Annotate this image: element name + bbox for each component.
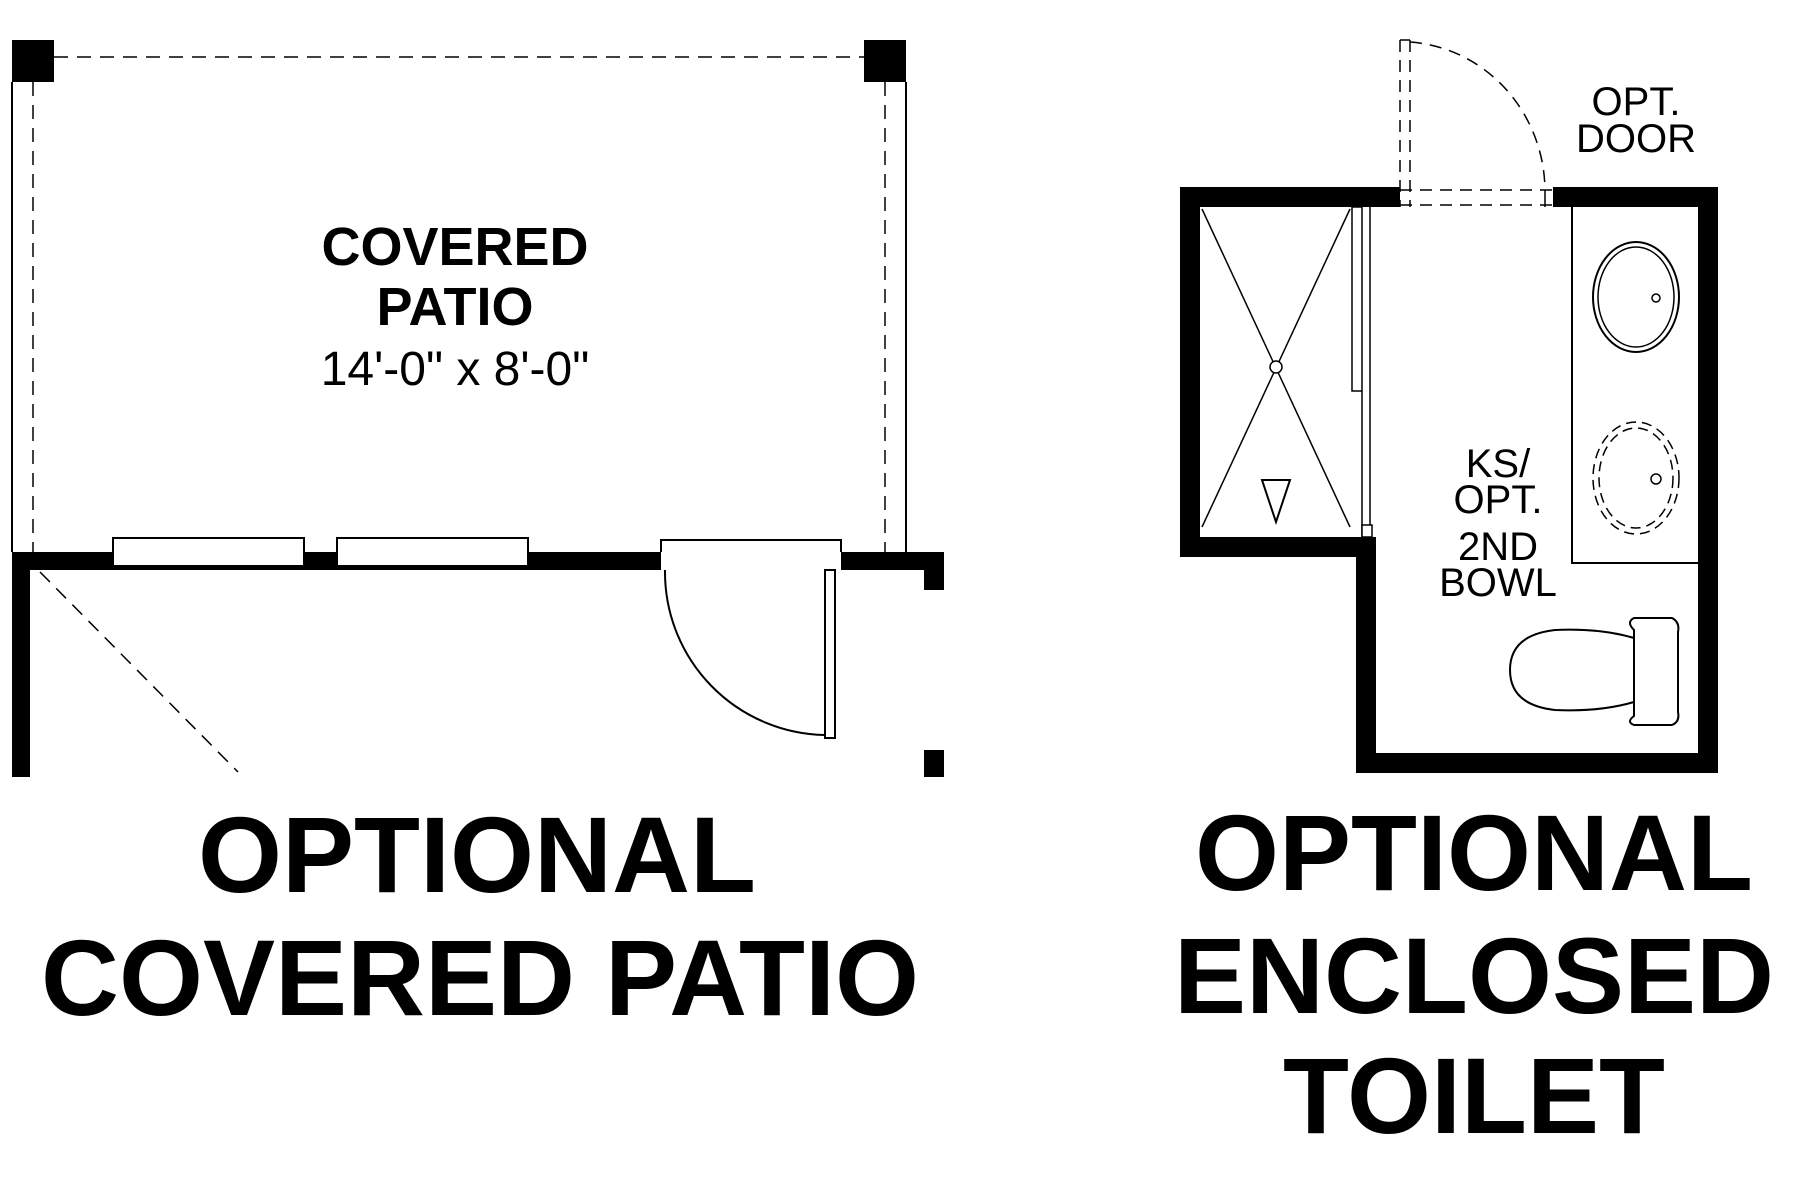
patio-door-swing-arc xyxy=(663,569,826,736)
toilet-wall-shower-bottom xyxy=(1180,537,1360,557)
bowl-label-line2: OPT. xyxy=(1454,478,1543,522)
sink-bowl xyxy=(1592,241,1680,353)
patio-caption-line1: OPTIONAL xyxy=(198,794,756,915)
covered-patio-plan: COVERED PATIO 14'-0" x 8'-0" OPTIONAL CO… xyxy=(11,40,944,1038)
patio-post-right xyxy=(864,40,906,82)
patio-window-2 xyxy=(336,537,529,567)
opt-door-label-line2: DOOR xyxy=(1576,117,1696,161)
patio-caption-line2: COVERED PATIO xyxy=(41,917,919,1038)
toilet-wall-bottom xyxy=(1356,753,1718,773)
opt-second-bowl-inner xyxy=(1598,427,1674,529)
patio-door-leaf xyxy=(824,569,836,739)
toilet-wall-top-right xyxy=(1553,187,1718,207)
patio-interior-dashed-line xyxy=(39,571,239,773)
shower-drain xyxy=(1269,360,1283,374)
patio-door-opening xyxy=(661,552,841,570)
opt-second-bowl-drain xyxy=(1650,473,1662,485)
toilet-icon xyxy=(1508,617,1680,726)
enclosed-toilet-plan: OPT. DOOR KS/ OPT. 2ND BOWL OPTIONAL ENC… xyxy=(1174,39,1774,1156)
house-wall-stub-lower xyxy=(924,750,944,777)
toilet-caption-line1: OPTIONAL xyxy=(1195,792,1753,913)
patio-room-name-line1: COVERED xyxy=(321,217,588,277)
vanity-counter xyxy=(1571,207,1698,564)
opt-second-bowl xyxy=(1592,421,1680,535)
shower-glass-foot xyxy=(1361,524,1373,538)
bowl-label-line4: BOWL xyxy=(1439,561,1557,605)
house-wall-left-return xyxy=(12,552,30,777)
shower-head-icon xyxy=(1260,479,1292,526)
patio-room-name-line2: PATIO xyxy=(377,277,534,337)
toilet-wall-left-shower xyxy=(1180,187,1200,557)
sink-bowl-inner xyxy=(1597,246,1675,348)
patio-post-left xyxy=(12,40,54,82)
sink-drain xyxy=(1651,293,1661,303)
opt-door-swing-arc xyxy=(1409,41,1546,191)
shower-glass-panel xyxy=(1351,206,1363,392)
toilet-caption-line3: TOILET xyxy=(1283,1035,1665,1156)
patio-window-1 xyxy=(112,537,305,567)
house-wall-stub xyxy=(924,552,944,590)
toilet-bowl xyxy=(1508,628,1635,712)
toilet-wall-right xyxy=(1698,187,1718,773)
toilet-caption-line2: ENCLOSED xyxy=(1174,915,1774,1036)
toilet-wall-top-left xyxy=(1180,187,1400,207)
opt-door-label-line1: OPT. xyxy=(1592,80,1681,124)
bowl-label-line1: KS/ xyxy=(1466,442,1531,486)
toilet-wall-left-lower xyxy=(1356,537,1376,773)
bowl-label-line3: 2ND xyxy=(1458,525,1538,569)
toilet-tank xyxy=(1629,617,1680,726)
patio-room-dimensions: 14'-0" x 8'-0" xyxy=(321,343,590,396)
